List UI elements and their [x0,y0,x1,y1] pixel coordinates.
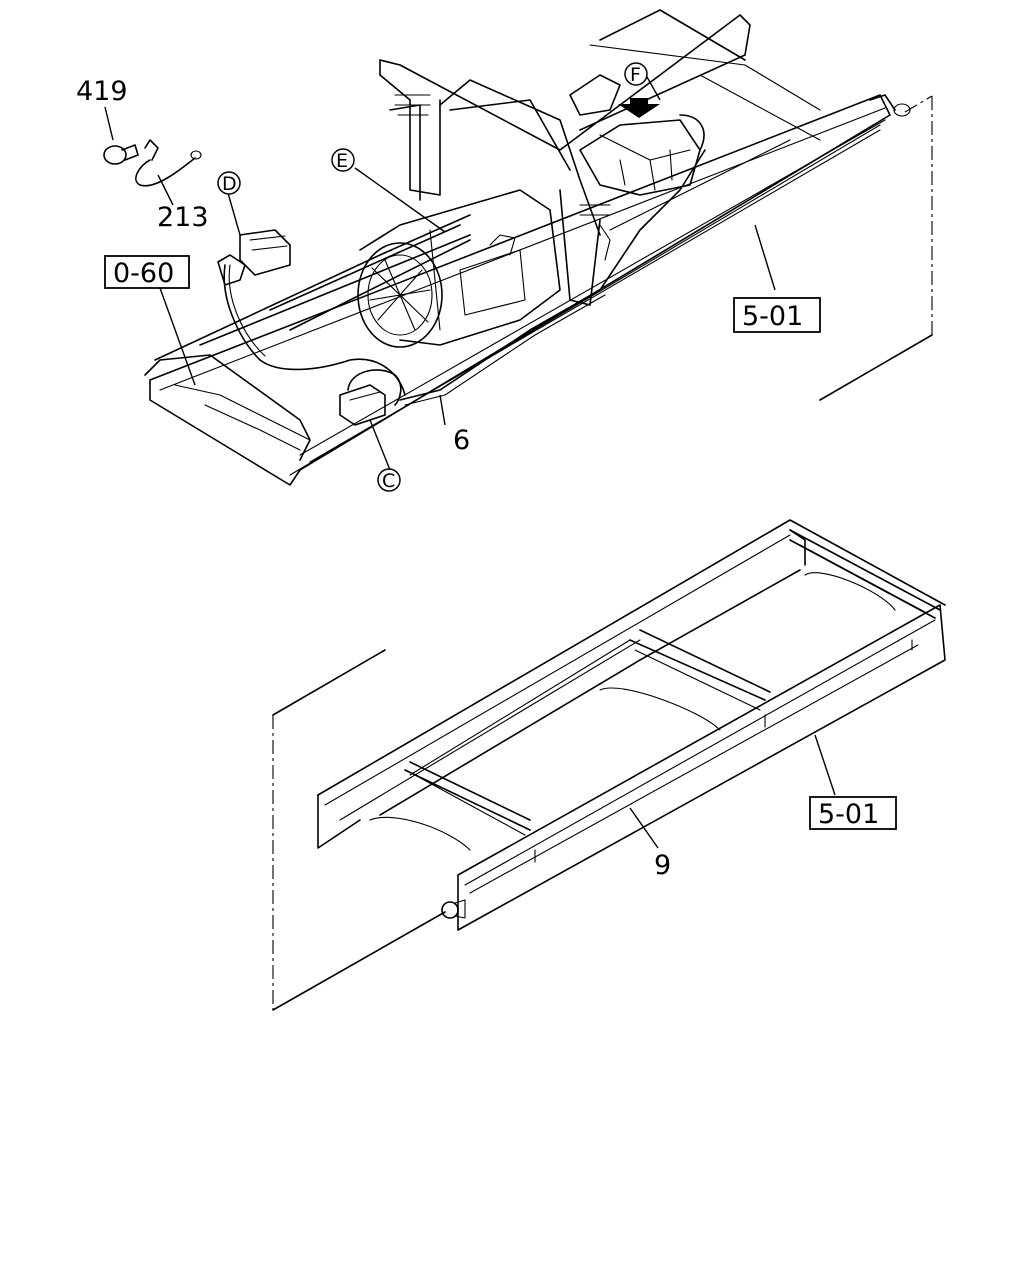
view-marker-f: F [630,64,641,86]
part-label-419: 419 [76,76,128,107]
ref-box-5-01-bottom-frame [809,796,897,830]
connector-c [339,369,402,426]
bottom-leader-lines [629,734,836,849]
view-marker-e: E [336,150,348,172]
ref-box-0-60: 0-60 [113,258,174,289]
part-label-6: 6 [453,425,470,456]
top-chassis-frame [144,9,911,486]
ref-box-5-01-bottom: 5-01 [818,799,879,830]
part-label-213: 213 [157,202,209,233]
ref-box-5-01-top-frame [733,297,821,333]
ref-box-0-60-frame [104,255,190,289]
bolt-and-strap [103,139,202,187]
bottom-break-line [272,649,446,1011]
view-marker-d: D [222,173,237,195]
top-break-line [819,95,933,401]
connector-d [217,229,291,286]
view-marker-c-circle [377,468,401,492]
transmission-unit [357,189,561,348]
bottom-chassis-frame [317,519,946,931]
wiring-harness-6 [223,114,706,406]
ref-box-5-01-top: 5-01 [742,301,803,332]
part-label-9: 9 [654,850,671,881]
view-marker-e-circle [331,148,355,172]
top-leader-lines [104,76,776,471]
view-marker-f-circle [624,62,648,86]
view-marker-c: C [382,470,395,492]
view-marker-d-circle [217,171,241,195]
